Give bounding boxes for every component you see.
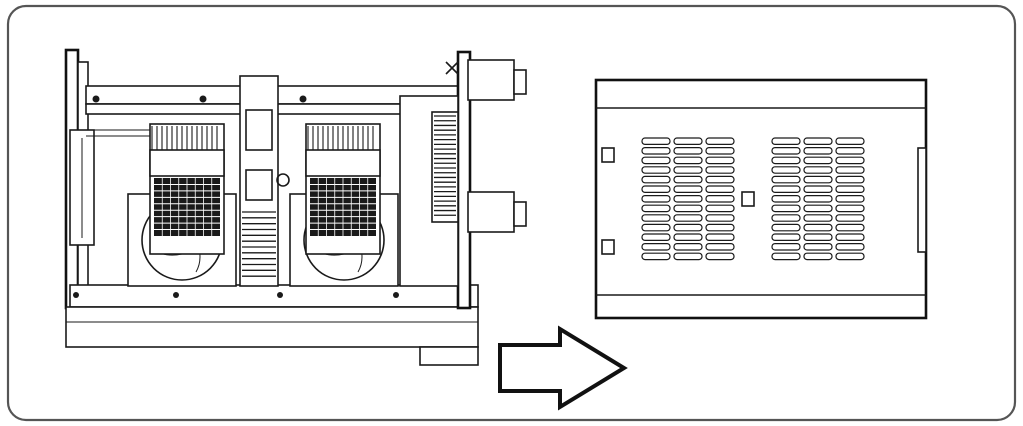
direction-arrow bbox=[498, 325, 628, 411]
heatsink-left bbox=[149, 123, 225, 255]
top-cover bbox=[594, 78, 928, 320]
open-chassis bbox=[64, 48, 527, 366]
heatsink-right bbox=[305, 123, 381, 255]
